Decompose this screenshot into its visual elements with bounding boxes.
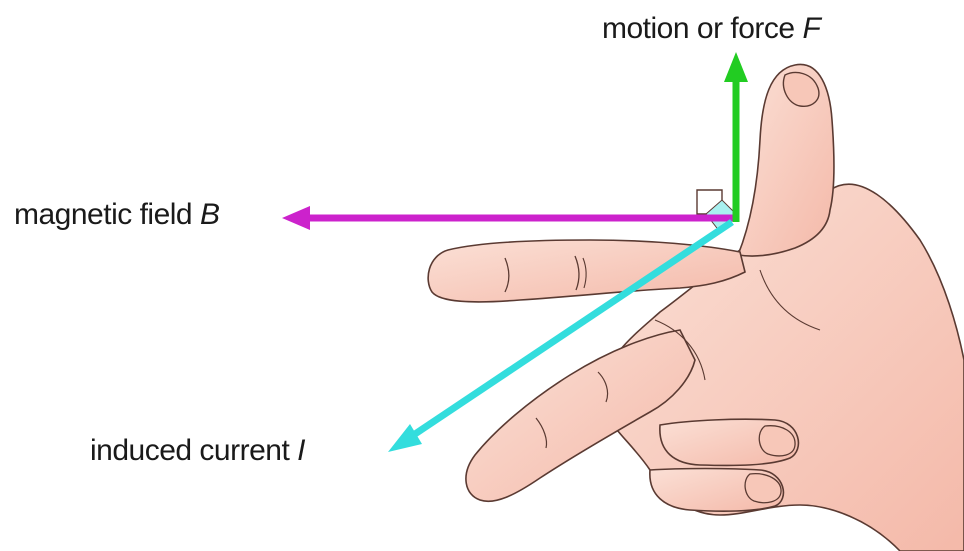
- index-crease-2: [574, 255, 580, 291]
- current-arrow: [388, 219, 734, 452]
- little-nail: [744, 473, 782, 504]
- force-label-symbol: F: [802, 12, 821, 45]
- hand-thumb: [736, 63, 835, 257]
- magnetic-field-label-text: magnetic field: [14, 198, 193, 231]
- middle-crease-1: [597, 371, 609, 403]
- force-label: motion or force F: [602, 12, 821, 45]
- palm-line-1: [654, 319, 706, 381]
- palm-line-2: [759, 269, 821, 331]
- magnetic-field-label-symbol: B: [199, 198, 220, 231]
- induced-current-label: induced current I: [90, 436, 305, 466]
- hand-middle-finger: [465, 329, 696, 502]
- induced-current-label-symbol: I: [297, 434, 305, 467]
- ring-nail: [758, 425, 796, 457]
- magnetic-field-arrow: [282, 206, 736, 230]
- force-label-text: motion or force: [602, 12, 795, 45]
- middle-crease-2: [535, 417, 548, 449]
- index-crease-3: [582, 257, 587, 289]
- magnetic-field-label: magnetic field B: [14, 198, 220, 231]
- induced-current-label-text: induced current: [90, 434, 290, 467]
- force-arrow: [724, 52, 748, 222]
- index-crease-1: [504, 257, 510, 293]
- thumb-nail: [782, 71, 820, 107]
